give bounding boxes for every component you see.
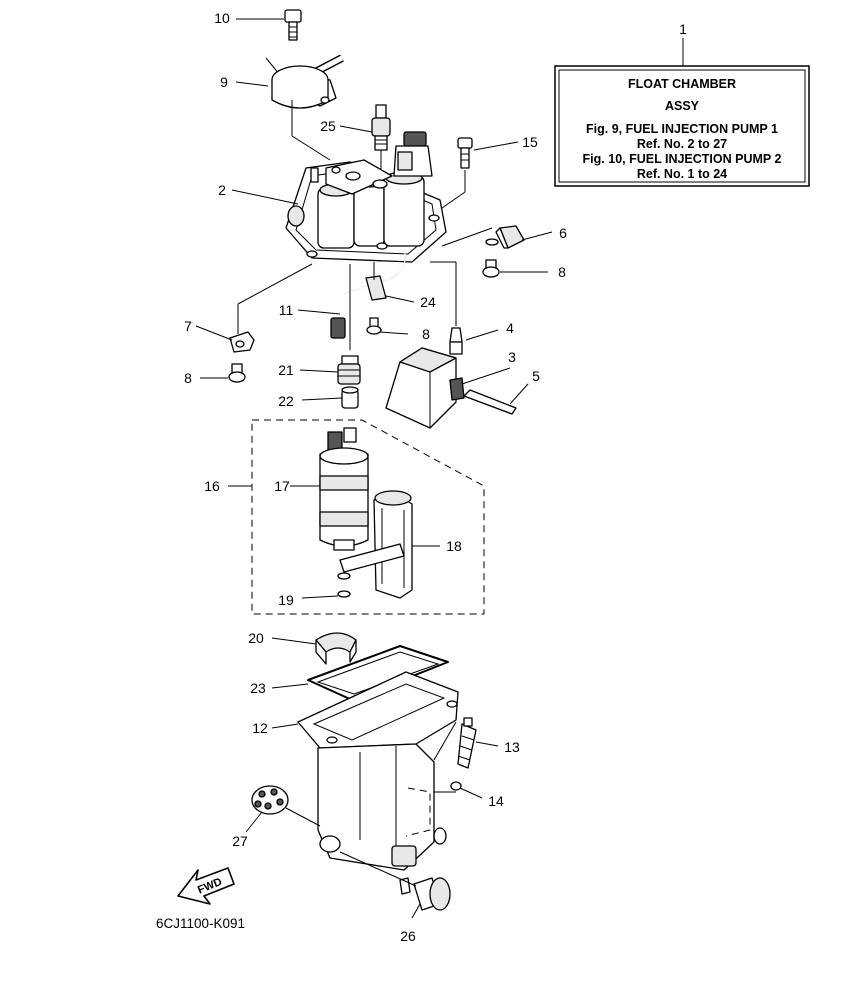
part-22-collar — [301, 386, 359, 409]
callout-13: 13 — [504, 739, 520, 755]
part-7-bracket — [195, 325, 255, 353]
cover-guide-lines — [237, 261, 457, 350]
callout-7: 7 — [184, 318, 192, 334]
title-line-1: FLOAT CHAMBER — [628, 77, 736, 91]
part-14-o-ring — [450, 781, 483, 799]
callout-3: 3 — [508, 349, 516, 365]
callout-8-center: 8 — [422, 326, 430, 342]
title-line-5: Fig. 10, FUEL INJECTION PUMP 2 — [583, 152, 782, 166]
part-10-bolt — [236, 9, 302, 41]
callout-1: 1 — [679, 21, 687, 37]
part-9-pressure-regulator — [235, 54, 344, 161]
callout-8-right: 8 — [558, 264, 566, 280]
callout-25: 25 — [320, 118, 336, 134]
callout-23: 23 — [250, 680, 266, 696]
part-23-gasket — [271, 645, 449, 701]
callout-26: 26 — [400, 928, 416, 944]
part-5-pin — [463, 383, 529, 415]
callout-24: 24 — [420, 294, 436, 310]
assembly-title-box: 1 FLOAT CHAMBER ASSY Fig. 9, FUEL INJECT… — [554, 21, 810, 187]
part-6-clip — [441, 225, 553, 249]
part-8-screw-center — [366, 317, 409, 335]
callout-17: 17 — [274, 478, 290, 494]
drawing-code: 6CJ1100-K091 — [156, 916, 245, 931]
callout-5: 5 — [532, 368, 540, 384]
callout-6: 6 — [559, 225, 567, 241]
part-8-screw-right — [482, 259, 548, 278]
part-15-bolt — [431, 137, 519, 216]
callout-20: 20 — [248, 630, 264, 646]
part-25-sensor — [339, 104, 391, 178]
part-24-hose-clamp — [343, 249, 415, 312]
part-4-nozzle — [449, 327, 499, 355]
title-line-3: Fig. 9, FUEL INJECTION PUMP 1 — [586, 122, 778, 136]
title-line-6: Ref. No. 1 to 24 — [637, 167, 727, 181]
callout-18: 18 — [446, 538, 462, 554]
callout-10: 10 — [214, 10, 230, 26]
part-2-chamber-cover — [231, 131, 447, 263]
callout-8-left: 8 — [184, 370, 192, 386]
part-8-screw-left — [200, 363, 246, 383]
callout-27: 27 — [232, 833, 248, 849]
part-21-damper — [299, 355, 361, 385]
part-20-float — [271, 632, 357, 665]
part-12-float-chamber — [271, 671, 459, 871]
callout-14: 14 — [488, 793, 504, 809]
part-16-pump-assy-boundary — [228, 419, 485, 615]
callout-22: 22 — [278, 393, 294, 409]
title-line-4: Ref. No. 2 to 27 — [637, 137, 727, 151]
part-26-drain-plug — [339, 851, 451, 919]
callout-2: 2 — [218, 182, 226, 198]
callout-21: 21 — [278, 362, 294, 378]
callout-12: 12 — [252, 720, 268, 736]
callout-16: 16 — [204, 478, 220, 494]
part-17-fuel-pump — [290, 427, 369, 551]
callout-15: 15 — [522, 134, 538, 150]
fwd-arrow: FWD — [177, 867, 235, 905]
part-19-clip — [301, 572, 351, 599]
callout-numbers: 10 9 25 15 2 6 8 11 24 7 8 4 8 3 21 5 22… — [184, 10, 567, 944]
part-27-grommet — [245, 785, 321, 833]
callout-4: 4 — [506, 320, 514, 336]
callout-11: 11 — [279, 302, 294, 318]
callout-9: 9 — [220, 74, 228, 90]
callout-19: 19 — [278, 592, 294, 608]
part-3-filter-cover — [385, 347, 511, 429]
part-18-filter — [339, 490, 440, 599]
part-11-wire-lead — [297, 309, 346, 339]
part-13-screw — [457, 717, 499, 769]
title-line-2: ASSY — [665, 99, 700, 113]
